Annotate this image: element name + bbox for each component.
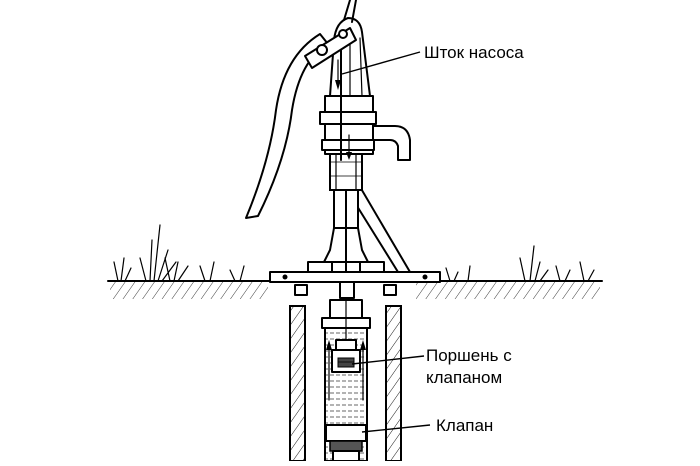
- grass: [113, 224, 595, 282]
- label-piston-line1: Поршень с: [426, 346, 512, 365]
- label-valve: Клапан: [436, 416, 493, 435]
- piston-with-valve: [331, 299, 361, 373]
- label-pump-rod: Шток насоса: [424, 43, 524, 62]
- foot-valve: [325, 424, 367, 462]
- label-rod-group: Шток насоса: [341, 43, 524, 75]
- label-piston-group: Поршень с клапаном: [351, 346, 512, 387]
- base-plate: [269, 261, 441, 299]
- pump-handle: [245, 0, 357, 219]
- label-piston-line2: клапаном: [426, 368, 502, 387]
- flow-arrows: [326, 340, 366, 401]
- label-valve-group: Клапан: [361, 416, 493, 435]
- pump-column: [323, 149, 369, 273]
- support-brace: [351, 179, 411, 273]
